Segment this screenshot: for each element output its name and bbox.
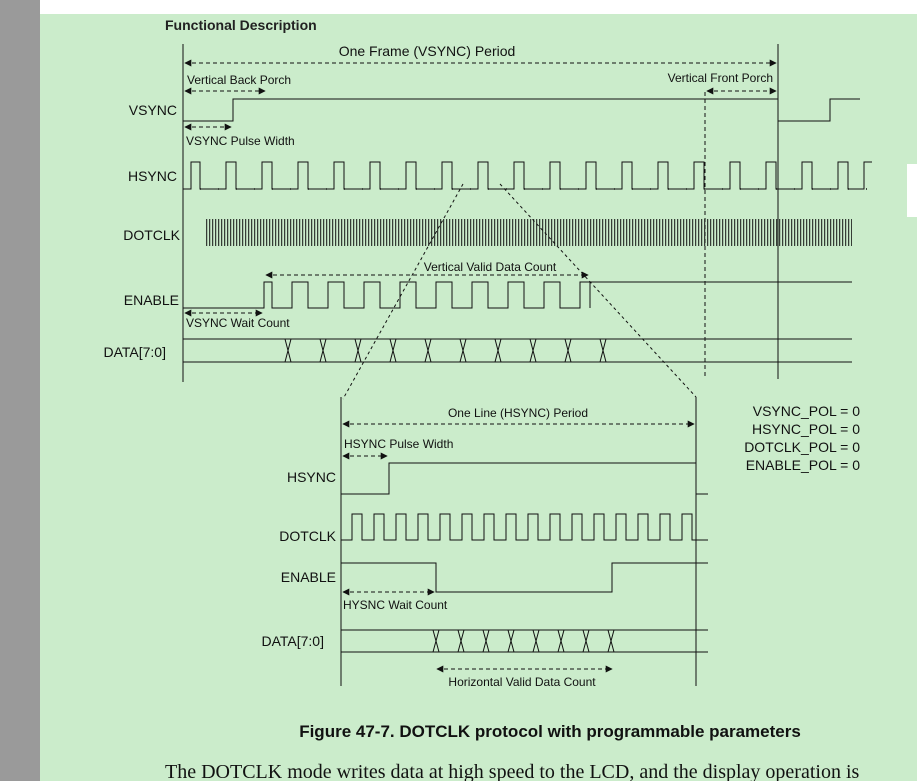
dotclk-waveform	[206, 219, 852, 246]
zoom-line-left	[342, 183, 464, 400]
section-header: Functional Description	[165, 17, 317, 33]
document-page: Functional Description	[40, 14, 917, 781]
vsync-waveform	[183, 98, 860, 122]
top-diagram	[182, 44, 872, 400]
bottom-dotclk-signal-label: DOTCLK	[279, 528, 336, 544]
vsync-signal-label: VSYNC	[129, 102, 177, 118]
vertical-front-porch-label: Vertical Front Porch	[668, 71, 773, 85]
hsync-pol-label: HSYNC_POL = 0	[752, 421, 860, 437]
hsync-pulse-width-label: HSYNC Pulse Width	[344, 437, 453, 451]
line-period-label: One Line (HSYNC) Period	[448, 406, 588, 420]
vsync-wait-count-label: VSYNC Wait Count	[186, 316, 290, 330]
bottom-data-transition-marks	[432, 629, 615, 653]
timing-diagram: One Frame (VSYNC) Period Vertical Back P…	[103, 43, 872, 689]
bottom-hsync-waveform	[341, 462, 708, 495]
horizontal-valid-data-count-label: Horizontal Valid Data Count	[448, 675, 596, 689]
bottom-enable-waveform	[341, 562, 708, 593]
bottom-dotclk-waveform	[341, 513, 708, 541]
vsync-pol-label: VSYNC_POL = 0	[753, 403, 860, 419]
enable-waveform	[183, 281, 852, 309]
polarity-block: VSYNC_POL = 0 HSYNC_POL = 0 DOTCLK_POL =…	[744, 403, 860, 473]
viewer-side-panel	[0, 0, 40, 781]
hsync-waveform	[183, 161, 872, 190]
zoom-line-right	[499, 183, 697, 398]
data-signal-label: DATA[7:0]	[103, 344, 166, 360]
enable-signal-label: ENABLE	[124, 292, 179, 308]
vertical-back-porch-label: Vertical Back Porch	[187, 73, 291, 87]
hsync-signal-label: HSYNC	[128, 168, 177, 184]
dotclk-pol-label: DOTCLK_POL = 0	[744, 439, 860, 455]
frame-period-label: One Frame (VSYNC) Period	[339, 43, 516, 59]
bottom-enable-signal-label: ENABLE	[281, 569, 336, 585]
vsync-pulse-width-label: VSYNC Pulse Width	[186, 134, 295, 148]
bottom-diagram	[340, 397, 708, 686]
bottom-hsync-signal-label: HSYNC	[287, 469, 336, 485]
vertical-valid-data-count-label: Vertical Valid Data Count	[424, 260, 557, 274]
bottom-data-signal-label: DATA[7:0]	[261, 633, 324, 649]
dotclk-signal-label: DOTCLK	[123, 227, 180, 243]
enable-pol-label: ENABLE_POL = 0	[746, 457, 860, 473]
data-transition-marks	[284, 338, 607, 363]
body-paragraph: The DOTCLK mode writes data at high spee…	[165, 761, 860, 781]
viewer-top-strip	[40, 0, 917, 14]
overlay-white-box	[907, 164, 917, 217]
figure-caption: Figure 47-7. DOTCLK protocol with progra…	[299, 722, 801, 741]
hysnc-wait-count-label: HYSNC Wait Count	[343, 598, 448, 612]
